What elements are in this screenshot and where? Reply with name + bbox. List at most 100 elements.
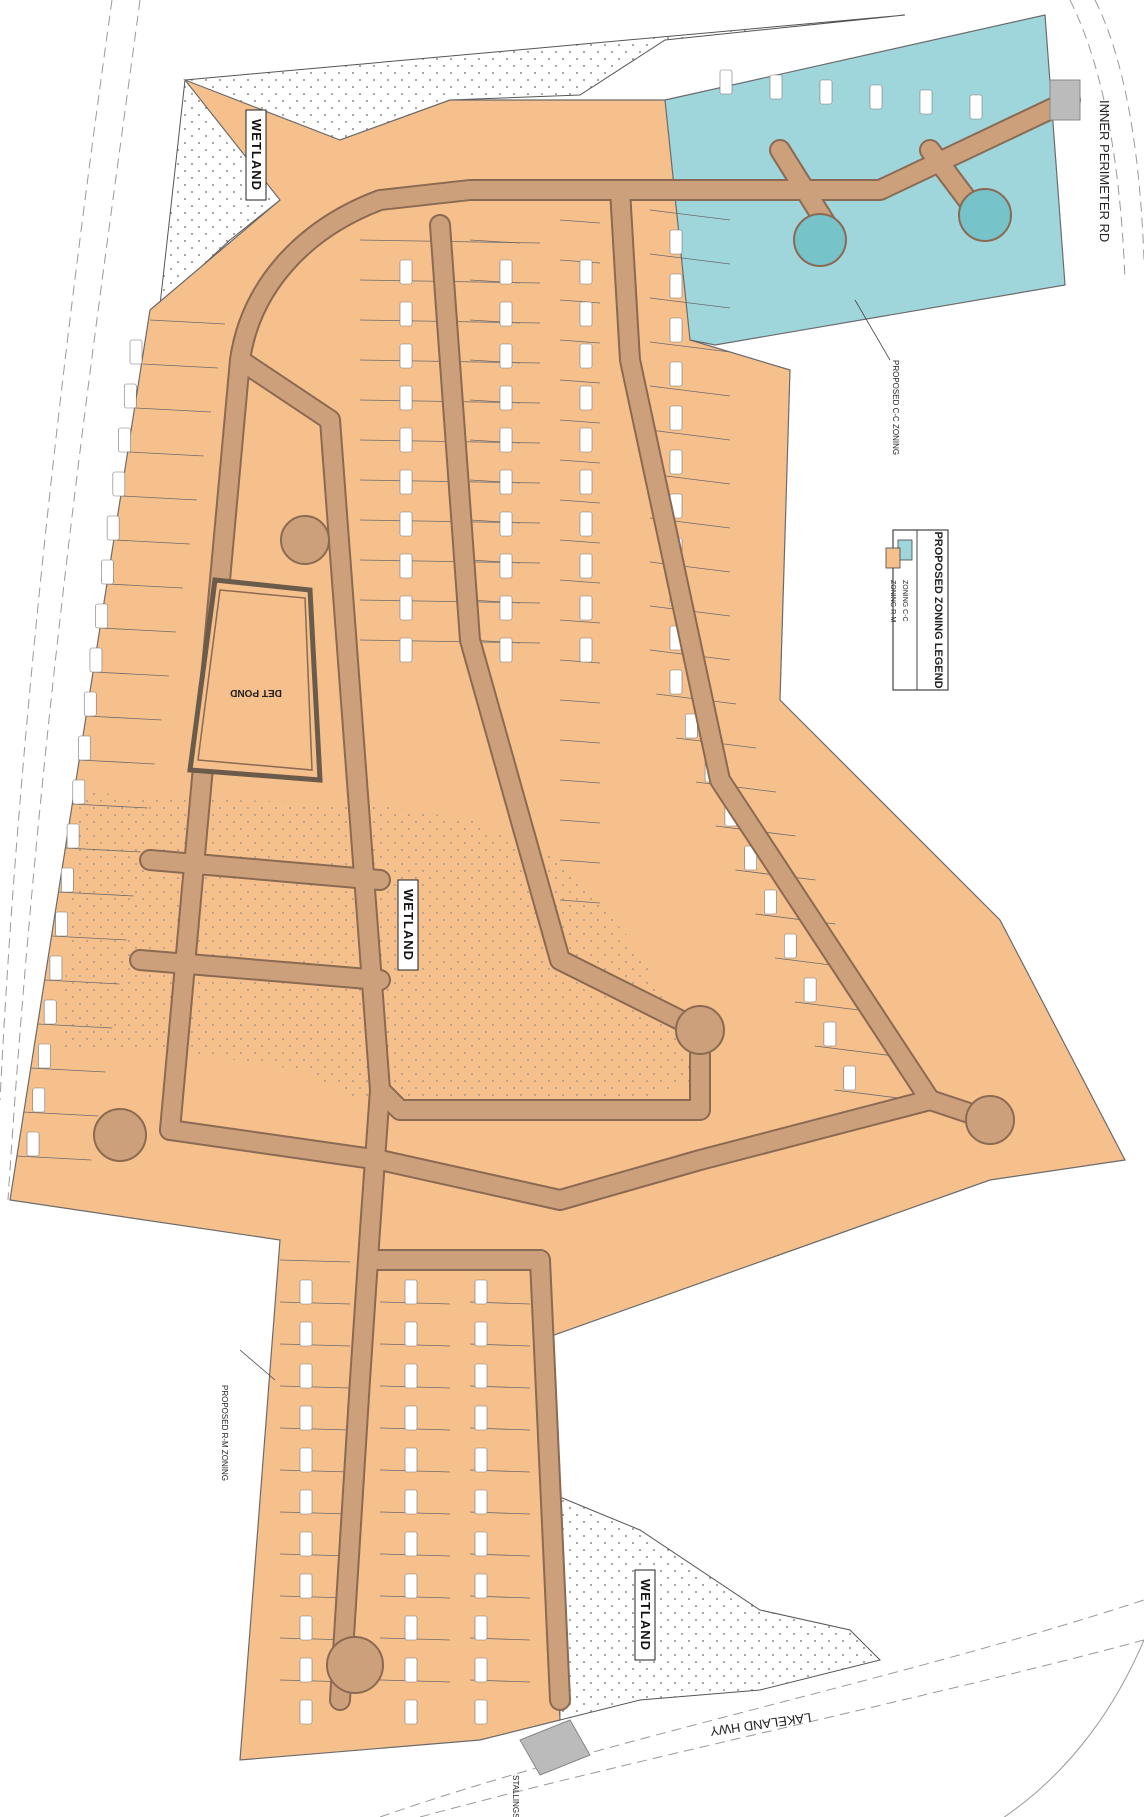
wetland-label-north-text: WETLAND [249,119,264,191]
legend-swatch-rm [885,547,901,569]
lot-line [279,1259,351,1263]
lot-tag [404,1699,418,1725]
lot-line [559,539,601,544]
lot-line [93,671,169,677]
lot-line [559,819,601,824]
wetland-area-south [554,1494,881,1721]
wetland-label-north: WETLAND [245,109,267,201]
lot-tag [399,301,413,327]
lot-line [279,1469,351,1473]
lot-line [279,1343,351,1347]
lot-tag [38,1043,51,1069]
lot-tag [499,427,513,453]
lot-line [814,1045,895,1057]
lot-line [559,659,601,664]
lot-line [149,319,226,325]
lot-tag [969,94,983,120]
lot-tag [499,301,513,327]
lot-tag [499,259,513,285]
lot-tag [579,595,593,621]
lot-line [469,239,521,244]
lot-tag [579,469,593,495]
lot-tag [579,343,593,369]
lot-line [72,803,148,809]
lot-tag [26,1131,40,1157]
road-network [93,79,1081,1776]
lot-tag [579,385,593,411]
lot-line [128,451,204,457]
lot-tag [112,471,126,497]
lot-tag [404,1615,418,1641]
lot-line [121,495,197,501]
lot-tag [919,89,933,115]
lot-tag [579,259,593,285]
lot-tag [43,999,57,1025]
lot-tag [404,1531,418,1557]
lot-tag [299,1489,313,1515]
lot-line [559,379,601,384]
lot-tag [399,427,413,453]
lot-tag [404,1657,418,1683]
lot-tag [499,385,513,411]
lot-tag [499,553,513,579]
lot-line [649,209,731,221]
lot-tag [579,637,593,663]
lot-line [559,899,601,904]
lot-line [44,979,120,985]
lot-line [142,363,218,369]
lot-tag [95,603,108,629]
legend-item-rm-label: ZONING R-M [889,580,896,623]
lot-tag [32,1087,46,1113]
lot-tag [669,317,683,343]
lot-tag [499,595,513,621]
lot-tag [474,1405,488,1431]
lot-line [37,1023,113,1029]
lot-line [58,891,134,897]
lot-tag [669,273,683,299]
lot-line [559,219,601,224]
lot-tag [404,1489,418,1515]
lot-tag [404,1363,418,1389]
lot-line [649,297,731,309]
lot-tag [499,637,513,663]
wetland-label-interior: WETLAND [397,879,419,971]
lot-tag [399,511,413,537]
lot-tag [404,1405,418,1431]
lot-line [559,499,601,504]
lot-tag [399,637,413,663]
lot-line [559,339,601,344]
lot-tag [399,259,413,285]
lot-line [649,385,731,397]
lot-line [23,1111,99,1117]
detention-pond [187,577,323,783]
lot-tag [474,1321,488,1347]
lot-line [16,1155,92,1161]
lot-tag [106,515,120,541]
lot-tag [474,1531,488,1557]
lot-tag [803,977,817,1003]
lot-tag [819,79,833,105]
lot-tag [55,911,68,937]
lot-tag [499,343,513,369]
lot-tag [474,1615,488,1641]
lot-line [559,699,601,704]
lot-tag [299,1657,313,1683]
proposed-cc-callout: PROPOSED C-C ZONING [854,299,900,455]
lot-tag [579,301,593,327]
lakeland-hwy-label: LAKELAND HWY [709,1710,812,1739]
inner-perimeter-rd-label: INNER PERIMETER RD [1097,100,1112,242]
lot-tag [669,361,683,387]
zoning-legend: PROPOSED ZONING LEGEND ZONING C-C ZONING… [885,529,949,691]
proposed-rm-label: PROPOSED R-M ZONING [220,1385,229,1481]
lot-line [559,299,601,304]
lot-line [279,1427,351,1431]
det-pond-label: DET POND [230,687,282,698]
lot-tag [399,385,413,411]
lot-tag [299,1279,313,1305]
lot-tag [579,427,593,453]
lot-tag [499,469,513,495]
lot-line [86,715,162,721]
wetland-label-interior-text: WETLAND [401,889,416,961]
